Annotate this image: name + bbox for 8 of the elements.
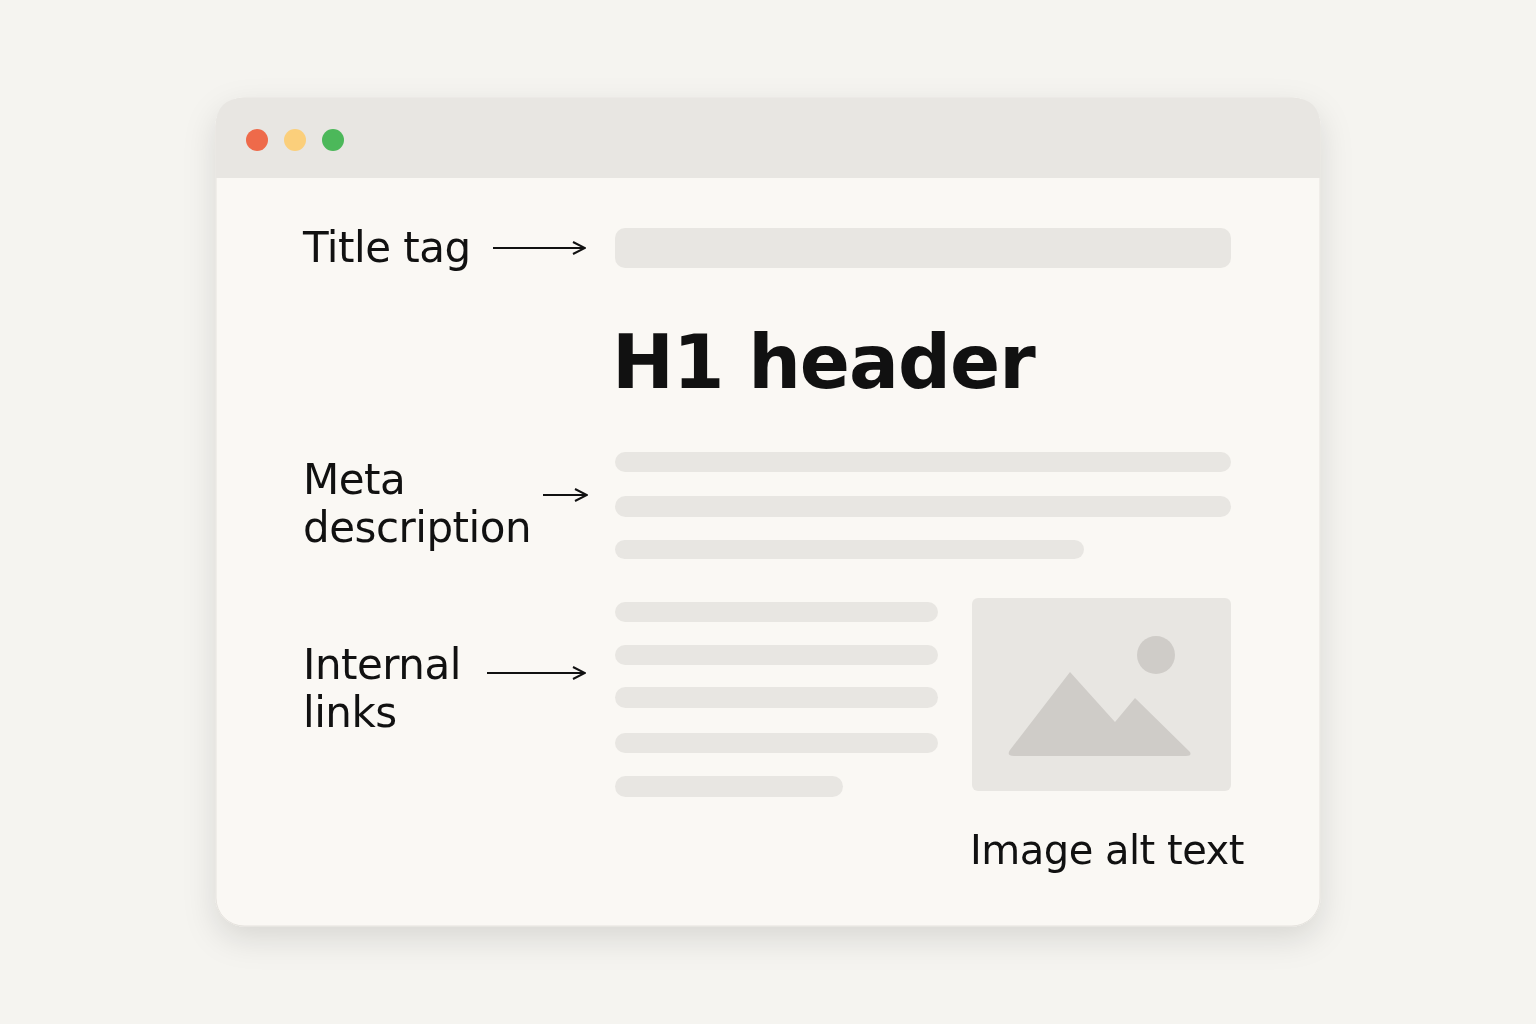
annotation-label: Title tag [303,224,472,272]
image-caption: Image alt text [970,826,1244,874]
arrow [542,488,588,502]
arrow [486,666,586,680]
page-heading: H1 header [612,318,1035,406]
arrow [492,241,586,255]
annotation-label: Meta description [303,456,533,552]
annotation-label: Internal links [303,641,462,737]
